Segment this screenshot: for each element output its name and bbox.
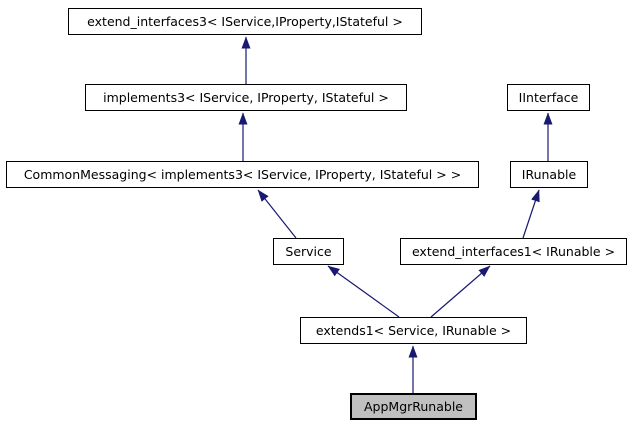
class-node-extends1[interactable]: extends1< Service, IRunable > xyxy=(300,317,527,344)
class-node-service[interactable]: Service xyxy=(273,238,344,265)
class-node-commonmessaging[interactable]: CommonMessaging< implements3< IService, … xyxy=(6,161,479,188)
class-node-extend-interfaces1[interactable]: extend_interfaces1< IRunable > xyxy=(400,238,627,265)
class-node-extend-interfaces3[interactable]: extend_interfaces3< IService,IProperty,I… xyxy=(68,8,422,35)
edge-extends1-to-extend-interfaces1 xyxy=(430,265,491,318)
class-node-irunable[interactable]: IRunable xyxy=(510,161,588,188)
edge-service-to-commonmessaging xyxy=(257,189,297,239)
class-node-appmgrrunable-current: AppMgrRunable xyxy=(350,393,477,420)
class-node-iinterface[interactable]: IInterface xyxy=(507,84,590,111)
class-node-implements3[interactable]: implements3< IService, IProperty, IState… xyxy=(85,84,407,111)
edge-extends1-to-service xyxy=(327,265,400,318)
edge-extend-interfaces1-to-irunable xyxy=(522,189,540,239)
